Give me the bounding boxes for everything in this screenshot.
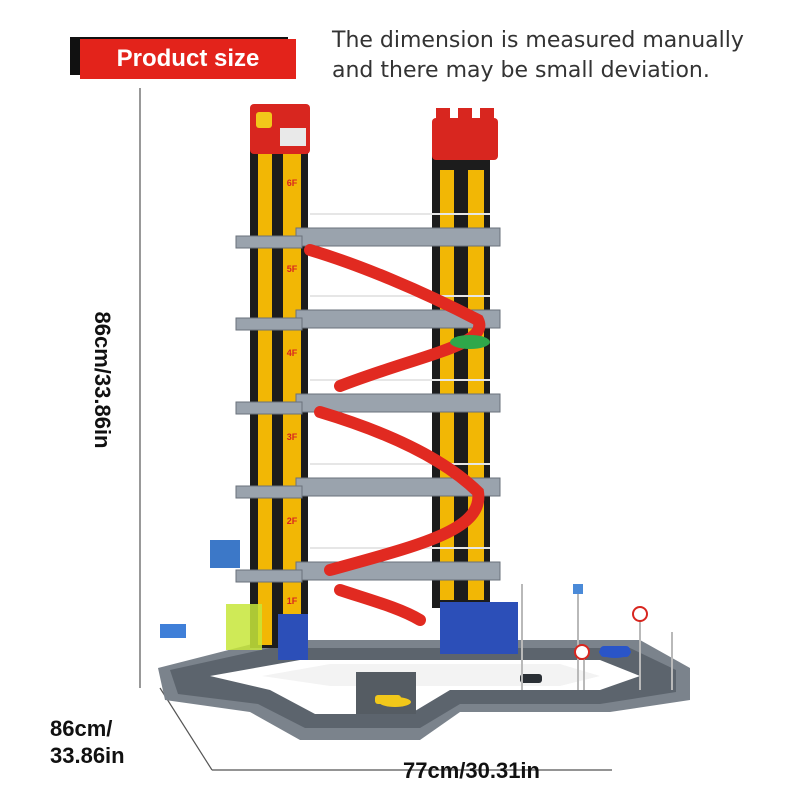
toy-cars [379, 335, 631, 707]
floor-label-2f: 2F [287, 516, 298, 526]
floor-label-5f: 5F [287, 264, 298, 274]
floor-label-6f: 6F [287, 178, 298, 188]
gas-station [210, 540, 518, 660]
depth-line-1: 86cm/ [50, 716, 113, 741]
left-tower [250, 104, 310, 648]
sign-faces [160, 584, 648, 660]
height-dimension: 86cm/33.86in [90, 311, 115, 449]
spiral-ramps [304, 244, 486, 626]
measurement-note: The dimension is measured manually and t… [332, 26, 792, 86]
note-line-2: and there may be small deviation. [332, 58, 710, 83]
floor-label-1f: 1F [287, 596, 298, 606]
product-size-badge: Product size [80, 39, 296, 79]
depth-dimension: 86cm/ 33.86in [50, 715, 125, 769]
depth-line-2: 33.86in [50, 743, 125, 768]
note-line-1: The dimension is measured manually [332, 28, 744, 53]
decks [235, 227, 501, 583]
floor-label-3f: 3F [287, 432, 298, 442]
floor-label-4f: 4F [287, 348, 298, 358]
width-dimension: 77cm/30.31in [403, 758, 540, 783]
base-track [158, 640, 690, 740]
dimension-lines [139, 88, 612, 771]
